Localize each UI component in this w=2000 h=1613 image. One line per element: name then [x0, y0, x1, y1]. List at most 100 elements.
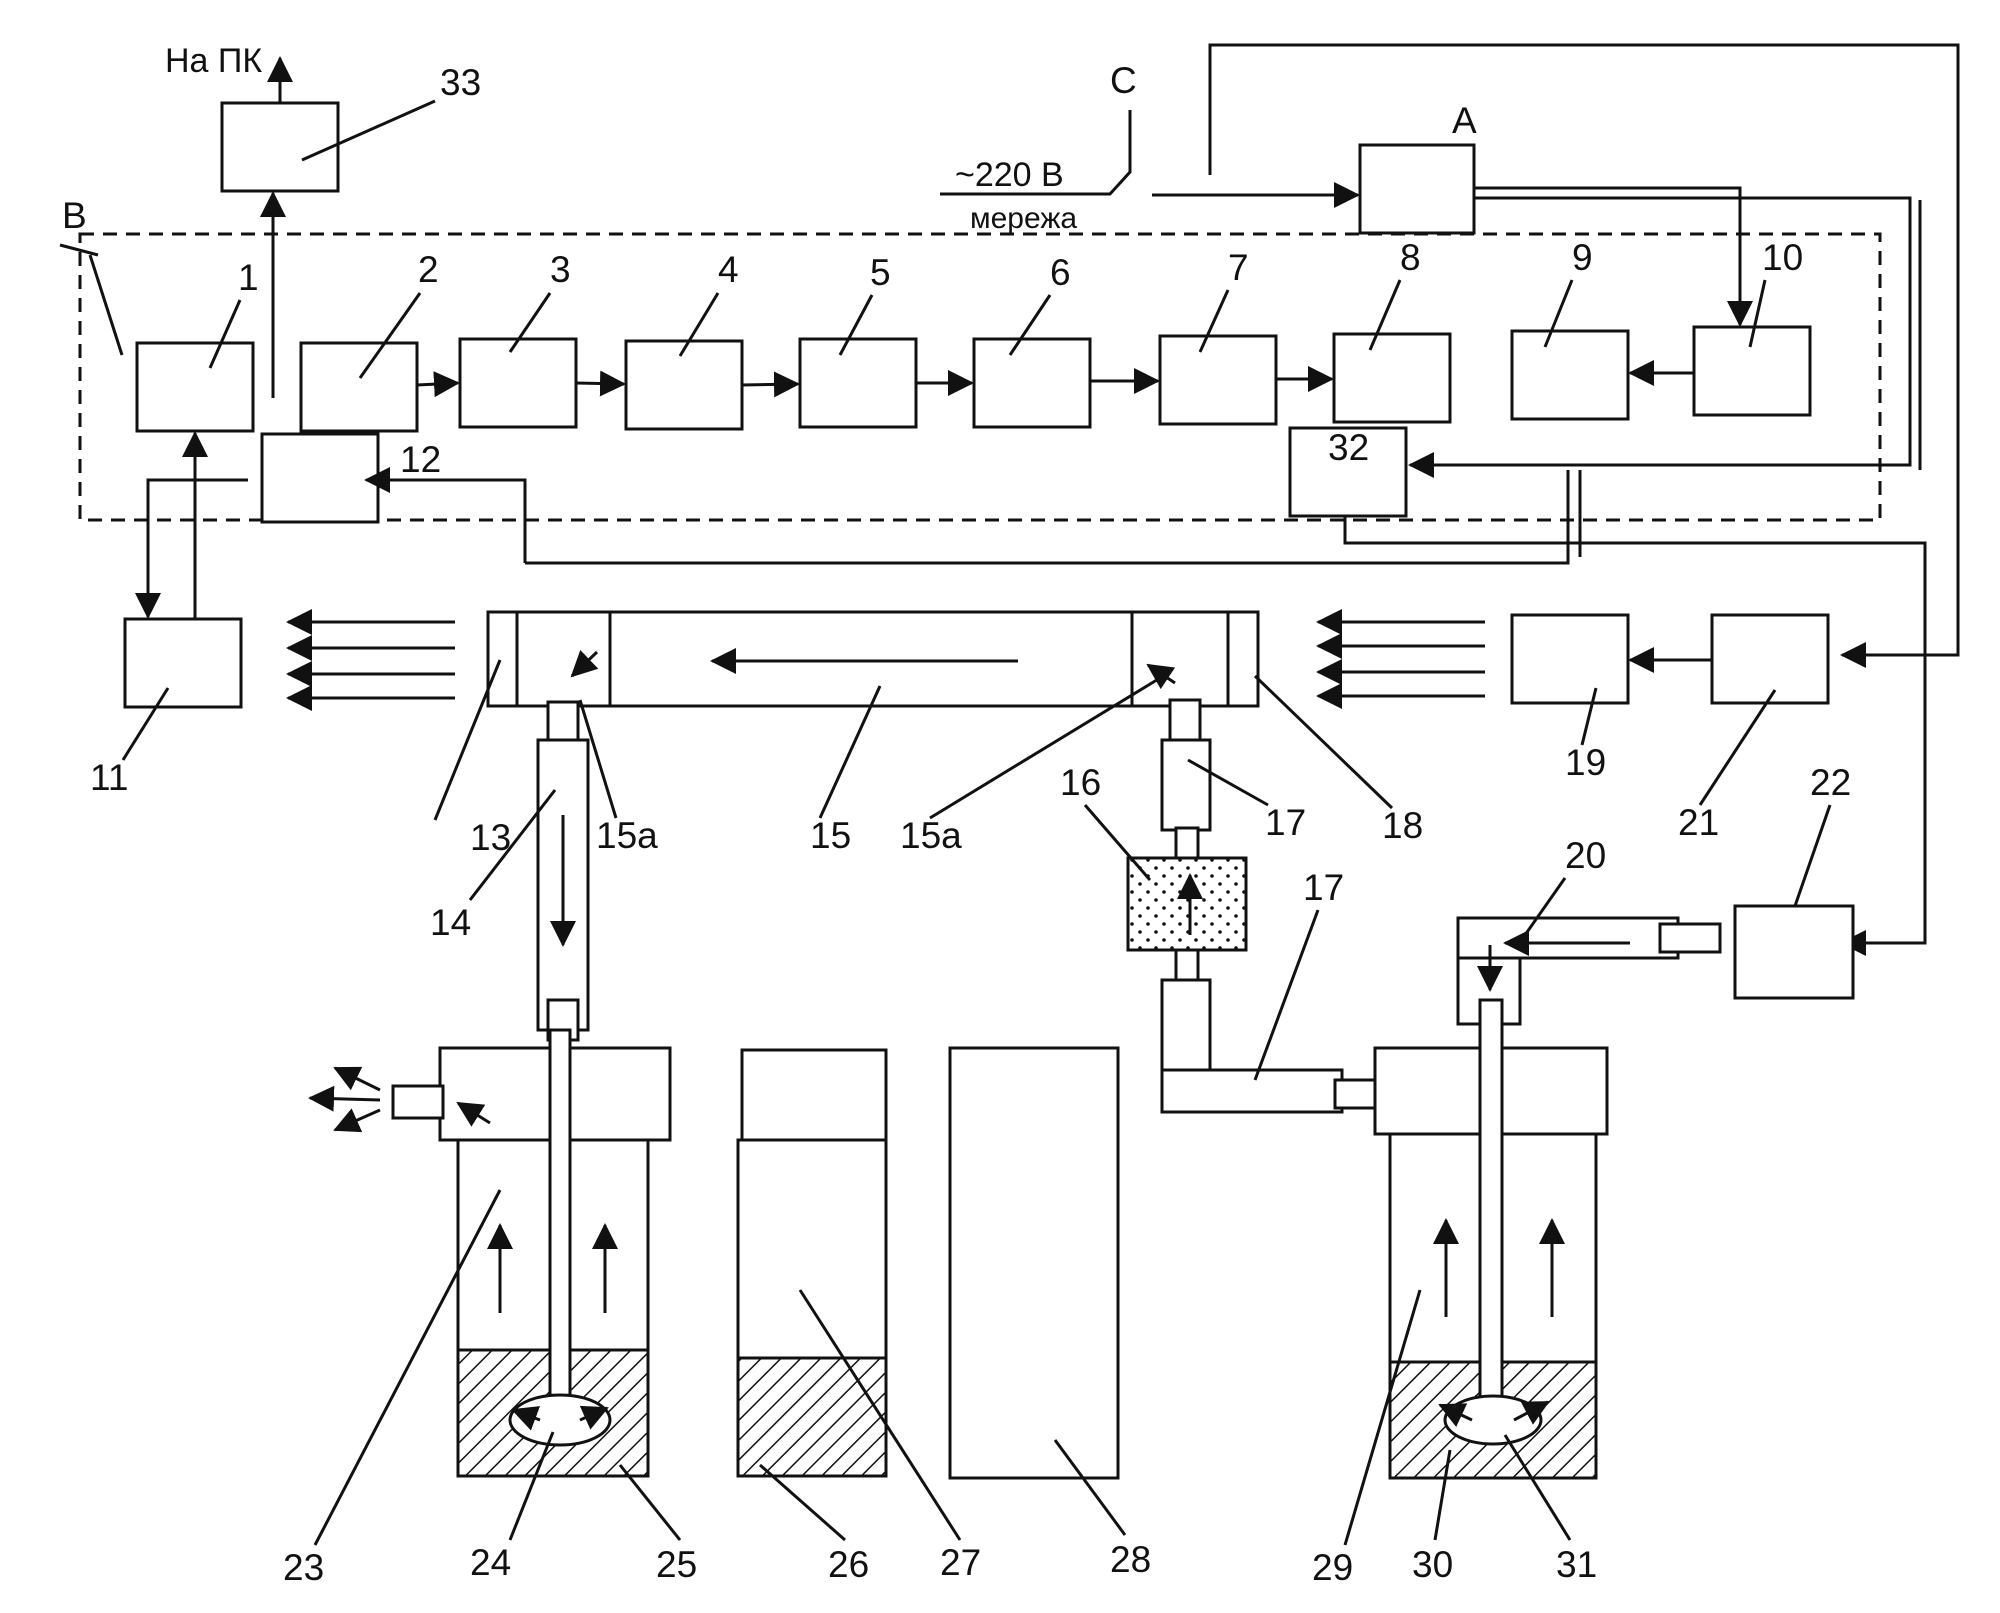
num-27: 27 [940, 1542, 981, 1583]
leader-19 [1580, 687, 1598, 746]
loop-to-22 [1343, 515, 1927, 956]
num-1: 1 [238, 257, 259, 298]
pipe-17-upper [1160, 738, 1212, 832]
leader-25 [618, 1464, 682, 1541]
bubbler-24 [508, 1393, 612, 1447]
letter-a: А [1452, 100, 1477, 141]
leader-7 [1198, 289, 1230, 353]
pump-20-connector [1658, 922, 1722, 954]
vessel-28 [948, 1046, 1120, 1480]
block-32 [1288, 426, 1408, 518]
leader-17-bottom [1253, 909, 1320, 1081]
block-8 [1332, 332, 1452, 424]
pipe-17-connector-low [1174, 948, 1200, 984]
num-17-top: 17 [1265, 802, 1306, 843]
leader-17-top [1187, 758, 1269, 807]
block-7 [1158, 334, 1278, 426]
num-29: 29 [1312, 1547, 1353, 1588]
block-1 [135, 341, 255, 433]
leader-20 [1523, 877, 1567, 936]
leader-26 [759, 1463, 846, 1542]
leader-30 [1433, 1449, 1452, 1541]
block-22 [1733, 904, 1855, 1000]
leader-24 [508, 1431, 555, 1541]
leader-33 [301, 99, 436, 162]
pipe-17-top-connector [1168, 698, 1202, 744]
label-mains-voltage: ~220 В [955, 156, 1064, 194]
block-5 [798, 337, 918, 429]
mains-line [940, 110, 1132, 196]
arrow-out-23 [456, 1101, 491, 1127]
leader-16 [1083, 804, 1152, 881]
leader-1 [208, 299, 242, 369]
num-2: 2 [418, 249, 439, 290]
leader-5 [838, 294, 874, 356]
num-18: 18 [1382, 805, 1423, 846]
leader-6 [1008, 294, 1052, 356]
arrow-to-12 [364, 467, 527, 563]
leader-15a-right [929, 676, 1161, 820]
bubble-arrow-left-31 [1438, 1403, 1473, 1427]
pipe-17-connector-mid [1174, 826, 1200, 860]
exhaust-arrow-2 [308, 1085, 381, 1112]
num-8: 8 [1400, 237, 1421, 278]
exhaust-arrow-1 [333, 1066, 381, 1092]
block-6 [972, 337, 1092, 429]
num-28: 28 [1110, 1539, 1151, 1580]
arrow-12-to-11 [135, 478, 248, 619]
leader-15 [818, 685, 882, 819]
flow-arrow-left-window [570, 650, 599, 678]
leader-18 [1253, 674, 1394, 810]
label-mains-word: мережа [970, 202, 1077, 235]
leader-b-tick [59, 243, 99, 257]
leader-9 [1543, 279, 1574, 348]
tube-31 [1478, 998, 1504, 1402]
leader-31 [1503, 1434, 1572, 1541]
num-23: 23 [283, 1547, 324, 1588]
leader-22 [1793, 804, 1832, 907]
num-15a-left: 15а [596, 815, 658, 856]
num-16: 16 [1060, 762, 1101, 803]
vessel-23-outlet [391, 1084, 445, 1120]
num-7: 7 [1228, 247, 1249, 288]
leader-2 [358, 292, 422, 379]
arrow-3-4 [575, 370, 626, 397]
letter-b: В [62, 195, 87, 236]
leader-15a-left [578, 699, 618, 819]
num-21: 21 [1678, 802, 1719, 843]
loop-outer-to-21 [1208, 43, 1960, 668]
leader-b [88, 254, 124, 356]
num-6: 6 [1050, 252, 1071, 293]
num-11: 11 [90, 757, 128, 798]
block-19 [1510, 613, 1630, 705]
block-3 [458, 337, 578, 429]
liquid-26 [736, 1356, 888, 1478]
num-22: 22 [1810, 762, 1851, 803]
num-12: 12 [400, 439, 441, 480]
num-20: 20 [1565, 835, 1606, 876]
num-15: 15 [810, 815, 851, 856]
num-5: 5 [870, 252, 891, 293]
leader-11 [121, 687, 170, 761]
pipe-17-lower [1160, 978, 1212, 1072]
num-31: 31 [1556, 1544, 1597, 1585]
letter-c: С [1110, 60, 1137, 101]
num-26: 26 [828, 1544, 869, 1585]
num-9: 9 [1572, 237, 1593, 278]
flow-arrow-right-window [1146, 663, 1176, 690]
tube-15 [486, 610, 1260, 708]
leader-27 [798, 1289, 962, 1541]
num-3: 3 [550, 249, 571, 290]
num-14: 14 [430, 902, 471, 943]
pump-20-arm [1456, 916, 1680, 960]
leader-8 [1368, 279, 1402, 351]
label-pc-output: На ПК [165, 42, 262, 80]
leader-10 [1748, 279, 1767, 348]
leader-29 [1343, 1289, 1422, 1546]
vessel-27-lid [740, 1048, 888, 1142]
leader-23 [313, 1189, 502, 1546]
block-21 [1710, 613, 1830, 705]
block-2 [299, 341, 419, 433]
leader-14 [468, 789, 557, 901]
